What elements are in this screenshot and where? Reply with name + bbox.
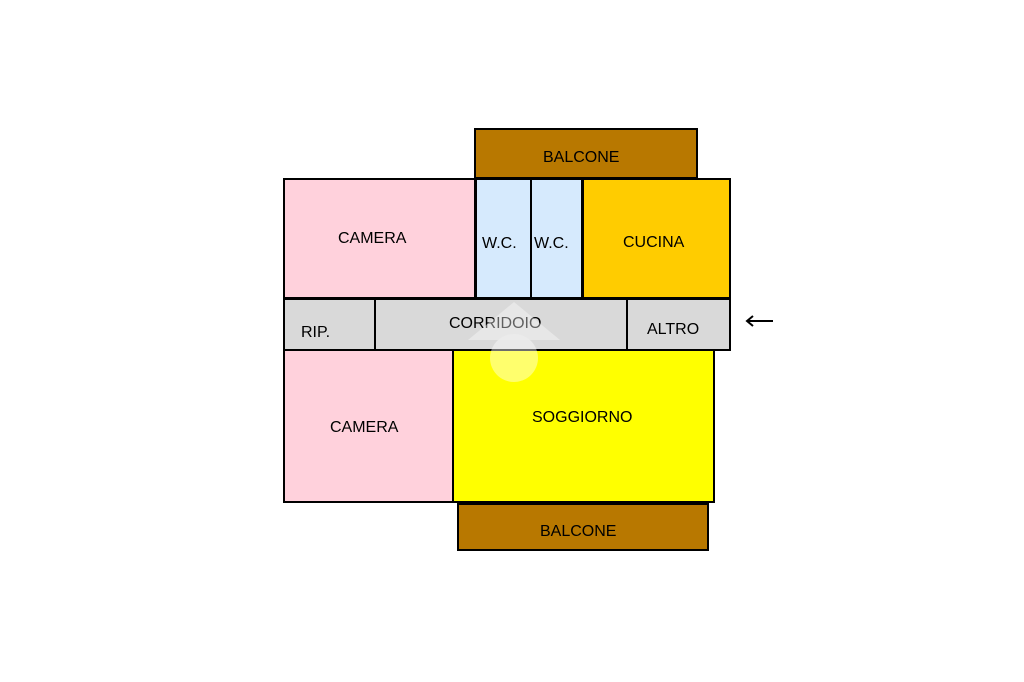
arrow-left-icon xyxy=(745,315,773,327)
room-camera-top: CAMERA xyxy=(283,178,476,299)
room-label-corridoio: CORRIDOIO xyxy=(449,316,541,332)
room-label-soggiorno: SOGGIORNO xyxy=(532,409,633,426)
room-label-camera-top: CAMERA xyxy=(338,230,407,247)
room-camera-bottom: CAMERA xyxy=(283,349,454,503)
room-label-rip: RIP. xyxy=(301,324,331,341)
room-rip: RIP. xyxy=(283,298,376,351)
room-label-camera-bottom: CAMERA xyxy=(330,419,399,436)
room-label-balcone-bottom: BALCONE xyxy=(540,523,617,540)
room-balcone-top: BALCONE xyxy=(474,128,698,179)
room-wc-2: W.C. xyxy=(530,178,583,299)
room-label-balcone-top: BALCONE xyxy=(543,149,620,166)
watermark-logo-icon xyxy=(468,302,560,382)
room-cucina: CUCINA xyxy=(582,178,731,299)
room-wc-1: W.C. xyxy=(475,178,532,299)
room-label-wc-2: W.C. xyxy=(534,235,569,252)
room-label-wc-1: W.C. xyxy=(482,235,517,252)
room-label-cucina: CUCINA xyxy=(623,234,685,251)
room-label-altro: ALTRO xyxy=(647,321,700,338)
room-corridoio: CORRIDOIO xyxy=(374,298,628,351)
room-balcone-bottom: BALCONE xyxy=(457,503,709,551)
room-altro: ALTRO xyxy=(626,298,731,351)
room-soggiorno: SOGGIORNO xyxy=(452,349,715,503)
